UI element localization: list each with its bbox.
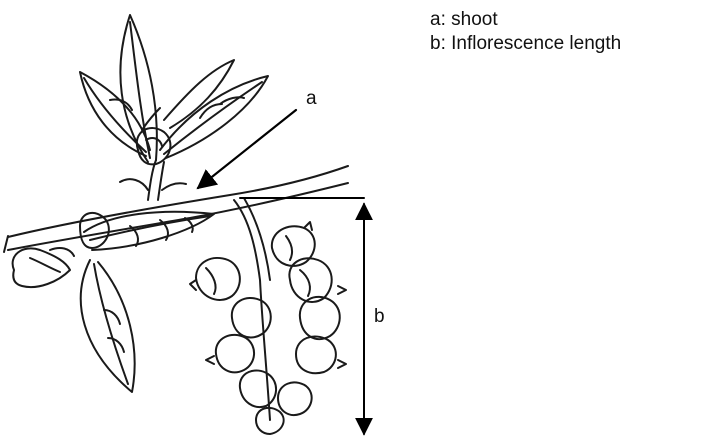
callout-a: a <box>306 88 317 109</box>
inflorescence <box>190 198 346 434</box>
upper-twig <box>148 160 164 200</box>
shoot-arrow <box>198 110 296 188</box>
lower-left-leaves <box>13 212 214 392</box>
callout-b: b <box>374 306 385 327</box>
legend-item-shoot: a: shoot <box>430 8 621 32</box>
upper-leaves <box>80 15 268 190</box>
legend: a: shoot b: Inflorescence length <box>430 8 621 56</box>
legend-item-inflorescence-length: b: Inflorescence length <box>430 32 621 56</box>
inflorescence-length-arrow <box>240 198 364 434</box>
shoot-stem <box>4 166 348 252</box>
